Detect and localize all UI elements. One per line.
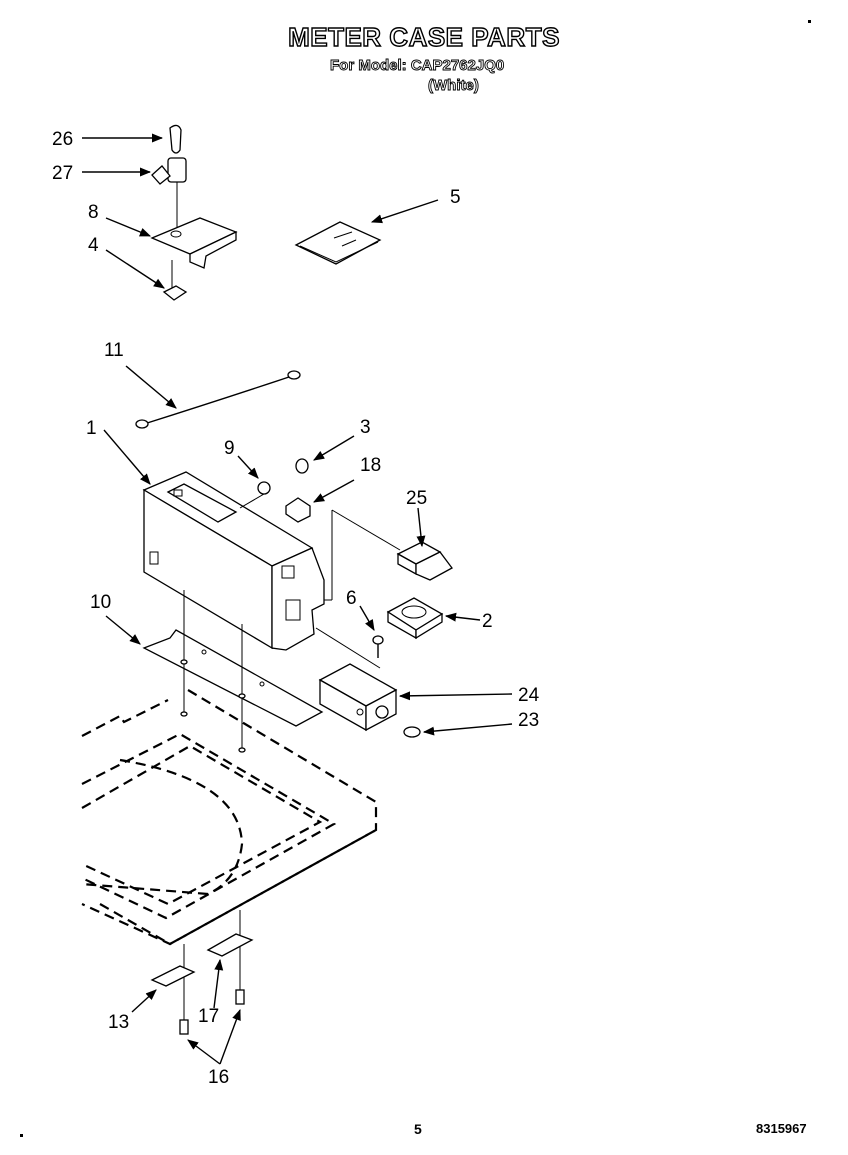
part-8-bracket — [105, 217, 238, 269]
callout-8: 8 — [88, 202, 99, 223]
part-23-lamp — [403, 723, 513, 738]
callout-1: 1 — [86, 418, 97, 439]
callout-24: 24 — [518, 685, 540, 706]
part-5-label — [294, 199, 439, 265]
callout-26: 26 — [52, 129, 73, 150]
callout-16: 16 — [208, 1067, 229, 1088]
callout-27: 27 — [52, 163, 73, 184]
callout-5: 5 — [450, 187, 461, 208]
callout-23: 23 — [518, 710, 539, 731]
mounting-fasteners — [180, 590, 246, 753]
color-line: (White) — [428, 77, 480, 95]
part-4-clip — [105, 249, 188, 301]
callout-6: 6 — [346, 588, 357, 609]
part-3-nut — [295, 435, 355, 474]
part-26-key — [82, 124, 182, 154]
console-top-panel — [81, 689, 378, 946]
corner-mark — [808, 20, 811, 23]
corner-mark — [20, 1134, 23, 1137]
part-11-wire — [125, 365, 301, 429]
callout-25: 25 — [406, 488, 427, 509]
part-16-screws — [179, 989, 245, 1065]
part-13-bracket — [131, 944, 196, 1020]
part-25-slide-bracket — [396, 507, 453, 581]
callout-3: 3 — [360, 417, 371, 438]
part-18-switch — [285, 479, 355, 523]
model-line: For Model: CAP2762JQ0 — [330, 57, 505, 75]
part-2-coin-cup — [386, 597, 481, 640]
callout-18: 18 — [360, 455, 381, 476]
page-title: METER CASE PARTS — [287, 21, 560, 52]
part-9-washer — [237, 455, 271, 509]
part-24-meter-box — [318, 663, 513, 732]
callout-17: 17 — [198, 1006, 219, 1027]
callout-11: 11 — [104, 340, 124, 361]
part-6-screw — [359, 605, 384, 658]
callout-2: 2 — [482, 611, 493, 632]
part-27-lock — [82, 157, 187, 228]
callout-9: 9 — [224, 438, 235, 459]
part-10-shield — [105, 615, 324, 727]
callout-4: 4 — [88, 235, 99, 256]
callout-10: 10 — [90, 592, 111, 613]
page-number: 5 — [414, 1121, 422, 1137]
callout-13: 13 — [108, 1012, 129, 1033]
part-1-meter-case — [103, 429, 401, 669]
document-code: 8315967 — [756, 1121, 807, 1136]
part-17-bracket — [206, 910, 254, 1009]
